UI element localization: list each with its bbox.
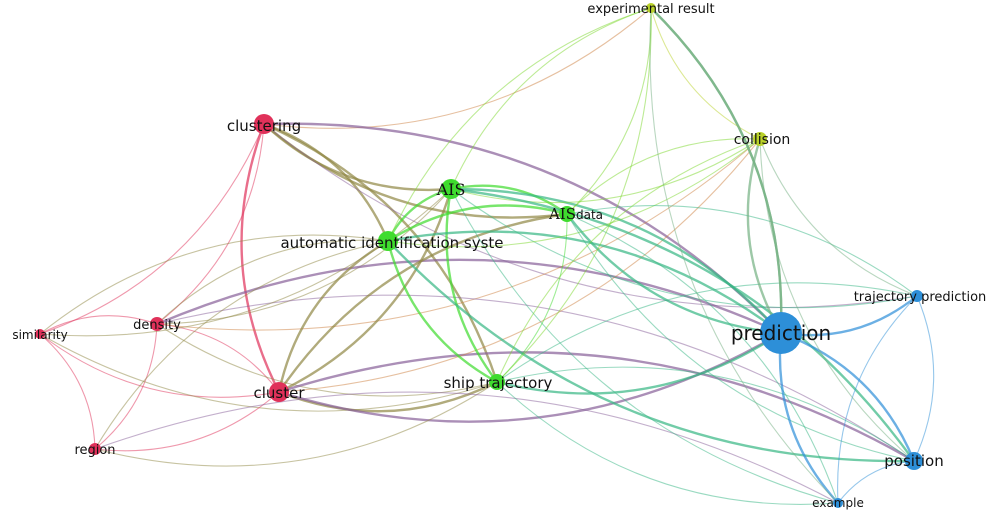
- edge-density-similarity: [39, 315, 158, 335]
- node-label-clustering: clustering: [227, 117, 301, 135]
- edge-density-ais: [156, 188, 452, 325]
- node-experimental_result[interactable]: [646, 3, 656, 13]
- edge-automatic_identification-experimental_result: [387, 7, 652, 242]
- edge-ship_trajectory-collision: [496, 138, 761, 383]
- labels-layer: experimental result collision clusteringAI…: [12, 2, 986, 510]
- edge-ship_trajectory-example: [496, 381, 839, 505]
- edge-region-ship_trajectory: [94, 381, 498, 467]
- edge-ais_data-experimental_result: [566, 7, 652, 215]
- edge-ais_data-collision: [566, 138, 761, 215]
- edge-automatic_identification-ais_data: [387, 204, 568, 243]
- node-trajectory_prediction[interactable]: [911, 290, 923, 302]
- edge-similarity-region: [39, 333, 96, 450]
- edge-trajectory_prediction-example: [837, 295, 918, 504]
- edge-density-cluster: [156, 323, 280, 393]
- edge-automatic_identification-position: [387, 240, 915, 463]
- edge-clustering-ship_trajectory: [263, 122, 499, 383]
- edge-cluster-ais: [278, 188, 453, 394]
- edge-trajectory_prediction-position: [913, 295, 935, 462]
- edge-clustering-similarity: [39, 123, 265, 335]
- edge-automatic_identification-collision: [387, 138, 761, 248]
- node-example[interactable]: [833, 498, 843, 508]
- edge-ship_trajectory-trajectory_prediction: [496, 282, 918, 383]
- node-prediction[interactable]: [760, 312, 802, 354]
- edge-experimental_result-example: [649, 7, 839, 504]
- node-label-ais: AIS: [436, 180, 466, 199]
- node-density[interactable]: [150, 317, 164, 331]
- edge-automatic_identification-prediction: [387, 230, 782, 334]
- node-clustering[interactable]: [254, 114, 274, 134]
- edge-density-prediction: [156, 258, 782, 335]
- node-label-automatic_identification: automatic identification syste: [280, 234, 503, 252]
- node-ais_data[interactable]: [559, 206, 575, 222]
- edge-prediction-example: [778, 332, 839, 504]
- node-label-ais_data: AISdata: [548, 205, 603, 223]
- edge-density-collision: [156, 138, 761, 331]
- edge-cluster-region: [94, 391, 280, 452]
- node-label-experimental_result: experimental result: [587, 2, 714, 17]
- edge-density-automatic_identification: [156, 239, 389, 325]
- edge-ais-prediction: [450, 187, 782, 334]
- edge-similarity-cluster: [39, 333, 280, 398]
- edge-experimental_result-prediction: [650, 7, 783, 334]
- nodes-layer: [35, 3, 923, 508]
- node-label-trajectory_prediction: trajectory prediction: [854, 290, 987, 305]
- node-collision[interactable]: [753, 132, 767, 146]
- edge-prediction-position: [780, 331, 916, 462]
- edge-ais_data-ship_trajectory: [496, 213, 568, 383]
- node-label-similarity: similarity: [12, 328, 67, 342]
- edge-ais-collision: [450, 138, 761, 204]
- node-label-density: density: [133, 318, 181, 333]
- node-label-position: position: [884, 452, 943, 470]
- node-label-ship_trajectory: ship trajectory: [444, 374, 553, 392]
- edge-ais-ais_data: [450, 184, 568, 215]
- edge-density-ship_trajectory: [156, 323, 498, 397]
- edge-ship_trajectory-prediction: [496, 331, 782, 395]
- edge-region-example: [94, 391, 839, 504]
- edge-cluster-position: [278, 351, 915, 463]
- edge-similarity-ais: [39, 188, 452, 337]
- edge-density-region: [94, 323, 158, 450]
- edge-ship_trajectory-position: [496, 366, 915, 462]
- node-label-prediction: prediction: [731, 321, 831, 345]
- edge-cluster-automatic_identification: [277, 239, 389, 393]
- node-automatic_identification[interactable]: [378, 231, 398, 251]
- edge-automatic_identification-ship_trajectory: [386, 240, 498, 384]
- node-label-region: region: [74, 443, 115, 458]
- node-ship_trajectory[interactable]: [489, 374, 505, 390]
- node-ais[interactable]: [441, 179, 461, 199]
- edges-layer: [39, 7, 935, 505]
- edge-ais-example: [450, 188, 839, 504]
- edge-cluster-collision: [278, 138, 761, 393]
- edge-ais_data-example: [566, 213, 839, 504]
- edge-ais-trajectory_prediction: [450, 188, 918, 309]
- edge-similarity-ship_trajectory: [39, 333, 498, 412]
- edge-ais-experimental_result: [450, 7, 652, 190]
- edge-trajectory_prediction-collision: [759, 138, 918, 297]
- edge-similarity-automatic_identification: [39, 234, 389, 335]
- edge-ais_data-prediction: [566, 213, 782, 335]
- edge-clustering-cluster: [240, 123, 281, 393]
- node-similarity[interactable]: [35, 329, 45, 339]
- edge-ais_data-trajectory_prediction: [566, 205, 918, 297]
- edge-collision-experimental_result: [650, 7, 761, 140]
- node-cluster[interactable]: [269, 382, 289, 402]
- edge-ais-position: [450, 187, 915, 462]
- node-label-cluster: cluster: [253, 384, 305, 402]
- edge-region-automatic_identification: [94, 240, 389, 450]
- node-region[interactable]: [89, 443, 101, 455]
- node-position[interactable]: [905, 452, 923, 470]
- edge-ship_trajectory-experimental_result: [496, 7, 652, 383]
- node-label-collision: collision: [734, 132, 791, 148]
- edge-clustering-trajectory_prediction: [263, 123, 918, 309]
- edge-clustering-experimental_result: [263, 7, 652, 129]
- edge-position-example: [837, 460, 915, 504]
- edge-cluster-ais_data: [278, 212, 568, 393]
- edge-clustering-ais_data: [263, 123, 568, 219]
- node-label-example: example: [812, 496, 864, 510]
